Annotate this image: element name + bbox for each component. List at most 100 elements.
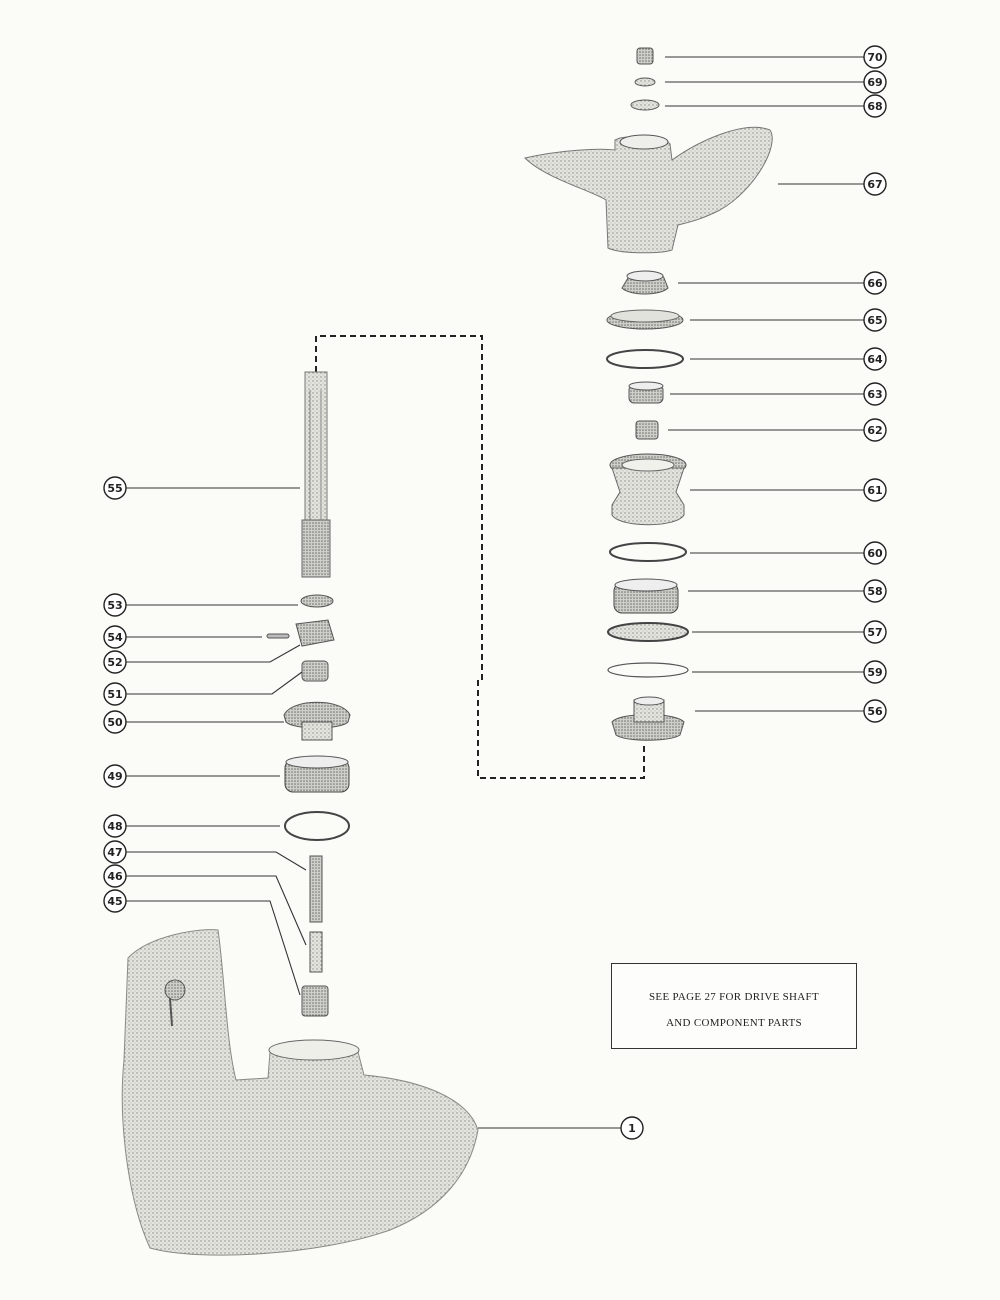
callout-number: 70	[867, 51, 883, 64]
note-line-2: AND COMPONENT PARTS	[666, 1017, 802, 1029]
callout-bubble	[863, 660, 887, 684]
part-47-spring	[309, 855, 323, 923]
part-61-bearing-carrier	[609, 453, 687, 526]
part-48-o-ring	[284, 811, 350, 841]
leader-line	[126, 851, 307, 871]
callout-45: 45	[103, 889, 301, 996]
part-68-thrust-washer	[630, 99, 660, 111]
callout-bubble	[863, 70, 887, 94]
callout-number: 58	[867, 585, 882, 598]
callout-bubble	[863, 347, 887, 371]
callout-bubble	[103, 864, 127, 888]
part-53-cam-follower	[300, 594, 334, 608]
callout-54: 54	[103, 625, 262, 649]
callout-bubble	[103, 764, 127, 788]
callout-number: 45	[107, 895, 122, 908]
part-63-bearing	[628, 381, 664, 404]
callout-bubble	[863, 308, 887, 332]
note-line-1: SEE PAGE 27 FOR DRIVE SHAFT	[649, 991, 819, 1003]
callout-number: 63	[867, 388, 882, 401]
callout-53: 53	[103, 593, 298, 617]
part-45-shift-cam	[301, 985, 329, 1017]
callout-number: 57	[867, 626, 882, 639]
callout-1: 1	[478, 1116, 644, 1140]
callout-68: 68	[665, 94, 887, 118]
callout-57: 57	[692, 620, 887, 644]
callout-number: 46	[107, 870, 123, 883]
part-65-retainer	[606, 309, 684, 330]
callout-bubble	[103, 476, 127, 500]
callout-bubble	[863, 45, 887, 69]
part-1-gear-housing	[121, 929, 479, 1256]
part-58-ball-bearing	[613, 578, 679, 614]
callout-number: 49	[107, 770, 122, 783]
part-57-o-ring	[607, 622, 689, 642]
callout-bubble	[103, 682, 127, 706]
callout-50: 50	[103, 710, 284, 734]
callout-number: 53	[107, 599, 122, 612]
callout-48: 48	[103, 814, 280, 838]
part-56-pinion-gear	[611, 696, 685, 741]
reference-note: SEE PAGE 27 FOR DRIVE SHAFT AND COMPONEN…	[611, 963, 857, 1049]
callout-bubble	[863, 418, 887, 442]
part-66-spacer	[621, 270, 669, 295]
part-46-shift-shaft	[309, 931, 323, 973]
callout-64: 64	[690, 347, 887, 371]
callout-70: 70	[665, 45, 887, 69]
callout-51: 51	[103, 671, 303, 706]
callout-bubble	[103, 814, 127, 838]
callout-number: 68	[867, 100, 882, 113]
part-49-ball-bearing	[284, 755, 350, 793]
leader-line	[126, 644, 301, 663]
callout-number: 55	[107, 482, 122, 495]
callout-bubble	[103, 625, 127, 649]
part-69-washer	[634, 77, 656, 87]
callout-number: 59	[867, 666, 882, 679]
callout-number: 67	[867, 178, 882, 191]
callout-bubble	[863, 579, 887, 603]
callout-bubble	[103, 889, 127, 913]
callout-number: 52	[107, 656, 122, 669]
callout-number: 1	[628, 1122, 636, 1135]
callout-bubble	[103, 710, 127, 734]
callout-58: 58	[688, 579, 887, 603]
callout-number: 61	[867, 484, 882, 497]
callout-52: 52	[103, 644, 301, 674]
part-55-propeller-shaft	[301, 371, 331, 578]
callout-bubble	[103, 593, 127, 617]
part-60-o-ring	[609, 542, 687, 562]
callout-bubble	[863, 94, 887, 118]
callout-bubble	[103, 840, 127, 864]
callout-bubble	[863, 478, 887, 502]
callout-bubble	[620, 1116, 644, 1140]
callout-bubble	[863, 620, 887, 644]
callout-69: 69	[665, 70, 887, 94]
callout-61: 61	[690, 478, 887, 502]
callout-49: 49	[103, 764, 280, 788]
callout-bubble	[103, 650, 127, 674]
callout-56: 56	[695, 699, 887, 723]
callout-bubble	[863, 541, 887, 565]
callout-55: 55	[103, 476, 300, 500]
callout-number: 51	[107, 688, 122, 701]
callout-67: 67	[778, 172, 887, 196]
callout-bubble	[863, 172, 887, 196]
callout-number: 50	[107, 716, 123, 729]
callout-47: 47	[103, 840, 307, 871]
callout-46: 46	[103, 864, 307, 946]
callouts-layer: 7069686766656463626160585759565553545251…	[103, 45, 887, 1140]
part-59-shim	[607, 662, 689, 678]
callout-bubble	[863, 271, 887, 295]
callout-bubble	[863, 699, 887, 723]
callout-number: 66	[867, 277, 883, 290]
callout-number: 69	[867, 76, 882, 89]
callout-bubble	[863, 382, 887, 406]
part-70-nut	[636, 47, 654, 65]
callout-59: 59	[692, 660, 887, 684]
part-54-pin	[266, 633, 290, 639]
callout-number: 48	[107, 820, 122, 833]
dashed-drive-connection	[315, 335, 645, 779]
callout-62: 62	[668, 418, 887, 442]
part-62-bearing-race	[635, 420, 659, 440]
